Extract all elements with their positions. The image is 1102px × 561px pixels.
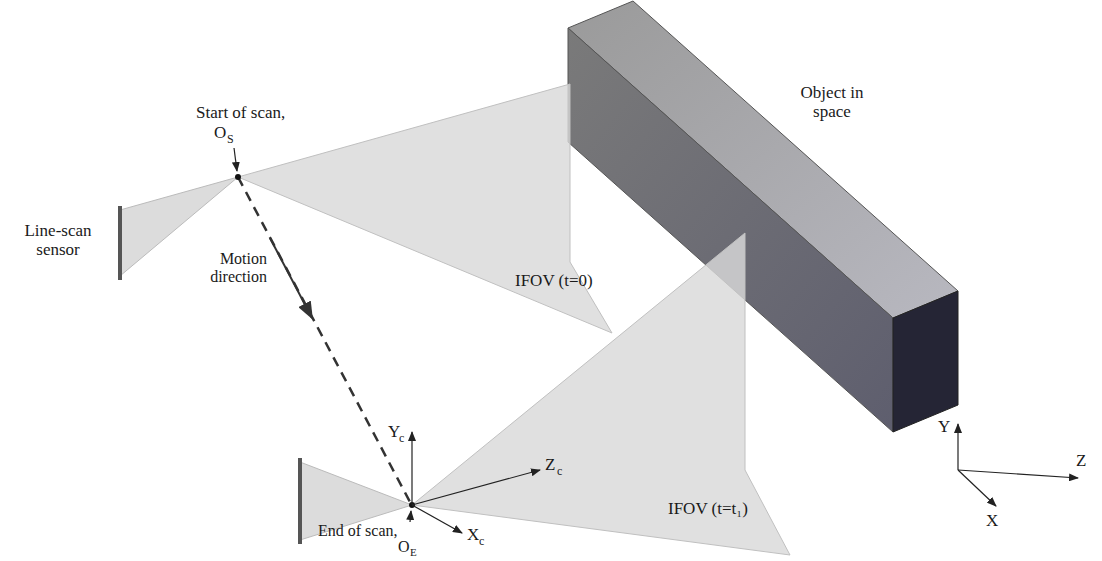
motion-path: [238, 177, 410, 502]
axis-label: Y: [388, 423, 400, 442]
sensor-cone: [300, 462, 412, 540]
ifov-label: IFOV (t=0): [515, 272, 593, 291]
object-label: Object in space: [792, 84, 872, 121]
motion-arrow: [270, 238, 312, 318]
motion-label: Motion direction: [183, 250, 267, 285]
pointer-arrow: [234, 148, 237, 171]
ifov-plane: [238, 84, 612, 333]
axis-label: Y: [938, 418, 950, 437]
line-scan-sensor: [298, 458, 302, 544]
world-axis: [958, 470, 1078, 478]
scan-label: Start of scan,: [196, 104, 285, 123]
axis-label: X: [986, 512, 998, 531]
camera-axis: [412, 470, 540, 505]
line-scan-sensor: [118, 206, 122, 280]
ifov-label: IFOV (t=t₁): [668, 500, 748, 519]
ifov-plane: [412, 233, 790, 555]
subscript: S: [227, 133, 234, 146]
world-axis: [958, 470, 996, 506]
point-symbol: O: [398, 538, 410, 556]
axis-label: Z: [545, 456, 555, 475]
camera-axis: [412, 505, 462, 533]
axis-label: X: [467, 526, 479, 545]
world-axis: [957, 424, 958, 470]
axis-label: Z: [1076, 452, 1086, 471]
optical-centre: [235, 174, 241, 180]
pointer-arrow: [410, 511, 411, 522]
subscript: c: [399, 432, 404, 445]
camera-axis: [411, 432, 412, 505]
scan-label: End of scan,: [318, 522, 398, 540]
subscript: c: [479, 535, 484, 548]
point-symbol: O: [214, 124, 226, 143]
subscript: E: [410, 546, 417, 558]
subscript: c: [557, 465, 562, 478]
sensor-label: Line-scan sensor: [14, 222, 102, 259]
